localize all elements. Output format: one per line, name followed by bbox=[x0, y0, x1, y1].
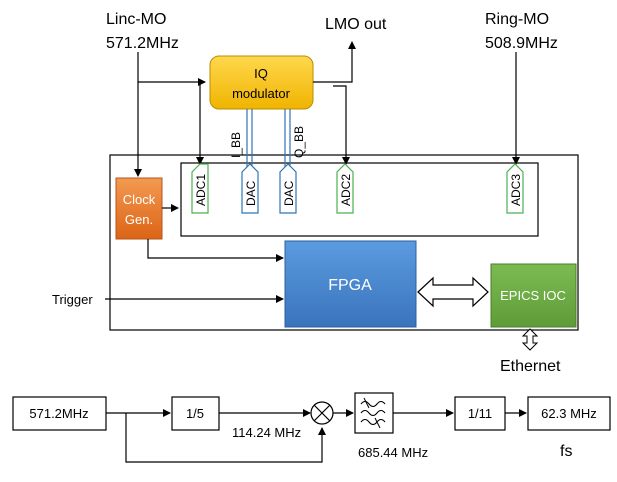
adc2-block: ADC2 bbox=[336, 163, 354, 214]
dac2-block: DAC bbox=[279, 163, 297, 214]
svg-text:ADC1: ADC1 bbox=[194, 174, 208, 206]
i-bb-label: I_BB bbox=[229, 132, 243, 158]
linc-mo-feed bbox=[137, 52, 206, 86]
baseband-lines bbox=[246, 109, 291, 172]
lmo-out-line bbox=[313, 41, 356, 83]
fpga-label: FPGA bbox=[328, 277, 372, 294]
clock-to-fpga bbox=[147, 239, 284, 262]
linc-mo-freq: 571.2MHz bbox=[106, 35, 179, 52]
bottom-diagram: 571.2MHz 1/5 114.24 MHz 685.44 MHz bbox=[12, 392, 611, 463]
bandpass-filter-icon bbox=[354, 392, 394, 434]
chassis-box bbox=[109, 154, 579, 331]
fpga-epics-link bbox=[417, 276, 489, 308]
clock-gen-label-2: Gen. bbox=[125, 212, 153, 227]
output-freq-box bbox=[527, 396, 611, 431]
dac1-block: DAC bbox=[241, 163, 259, 214]
svg-text:DAC: DAC bbox=[244, 180, 258, 206]
fs-label: fs bbox=[560, 443, 572, 460]
mixer-icon bbox=[310, 401, 334, 425]
adc-dac-board bbox=[180, 162, 539, 237]
ring-mo-freq: 508.9MHz bbox=[485, 35, 558, 52]
divider-1-11-box bbox=[454, 396, 506, 431]
adc3-block: ADC3 bbox=[506, 163, 524, 214]
output-freq-label: 62.3 MHz bbox=[541, 406, 597, 421]
trigger-label: Trigger bbox=[52, 292, 93, 307]
svg-text:ADC3: ADC3 bbox=[509, 174, 523, 206]
adc1-block: ADC1 bbox=[191, 163, 209, 214]
iq-modulator-label-2: modulator bbox=[232, 86, 290, 101]
ring-mo-label: Ring-MO bbox=[485, 11, 549, 28]
fpga-block bbox=[284, 240, 417, 328]
svg-text:DAC: DAC bbox=[282, 180, 296, 206]
input-freq-label: 571.2MHz bbox=[29, 406, 88, 421]
linc-mo-label: Linc-MO bbox=[106, 11, 166, 28]
svg-text:ADC2: ADC2 bbox=[339, 174, 353, 206]
lmo-out-label: LMO out bbox=[325, 16, 387, 33]
iq-modulator bbox=[209, 55, 314, 110]
q-bb-label: Q_BB bbox=[292, 126, 306, 158]
mixed-freq-label: 685.44 MHz bbox=[358, 445, 428, 460]
divided-freq-label: 114.24 MHz bbox=[232, 425, 301, 440]
input-freq-box bbox=[12, 396, 107, 431]
divider-1-11-label: 1/11 bbox=[468, 406, 492, 421]
lmo-to-adc2 bbox=[333, 85, 350, 165]
epics-ioc-block bbox=[490, 263, 577, 328]
ethernet-link bbox=[521, 328, 539, 351]
ethernet-label: Ethernet bbox=[500, 358, 561, 375]
input-bypass bbox=[125, 413, 326, 463]
iq-modulator-label-1: IQ bbox=[254, 66, 268, 81]
epics-ioc-label: EPICS IOC bbox=[500, 288, 566, 303]
top-diagram: Linc-MO 571.2MHz LMO out Ring-MO 508.9MH… bbox=[52, 11, 579, 375]
clock-gen-block bbox=[115, 177, 163, 240]
clock-gen-label-1: Clock bbox=[123, 192, 156, 207]
divider-1-5-label: 1/5 bbox=[186, 406, 204, 421]
